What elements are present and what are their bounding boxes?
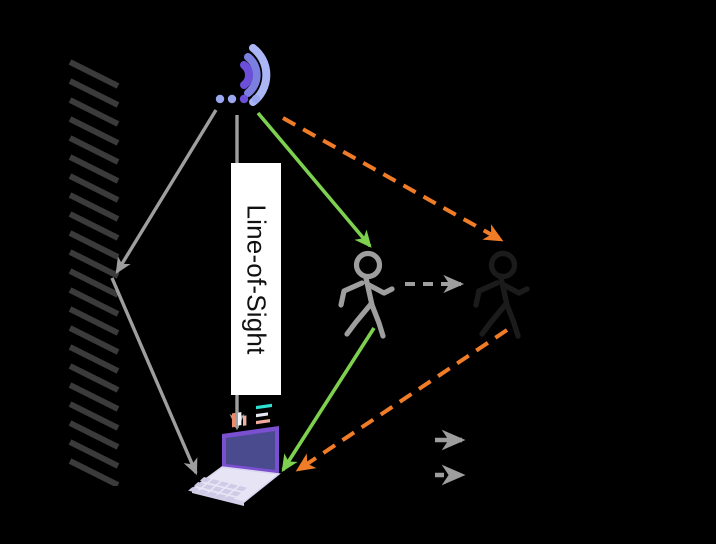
person-before-torso [363,275,375,308]
path-tx-to-person-before [256,111,372,248]
receiver-laptop [188,403,281,506]
laptop-base [190,466,281,503]
person-before [338,250,395,339]
wall [68,59,120,486]
laptop-screen-content [232,403,272,428]
person-before-leg-front [369,302,386,339]
antenna-dot [239,94,249,104]
antenna-dot [215,94,225,104]
person-after-head [488,250,518,280]
legend [435,429,466,486]
laptop-screen [226,431,275,470]
wifi-arc-middle [244,53,261,97]
person-after-leg-back [479,301,509,337]
wifi-antenna [215,44,271,106]
person-after-arm-front [501,282,530,296]
person-before-arm-back [338,280,365,308]
person-before-head [353,250,383,280]
path-person-after-to-laptop [295,328,509,472]
person-before-leg-back [344,301,374,337]
wifi-arc-inner [240,61,253,89]
person-after-torso [498,275,510,308]
path-tx-to-person-after [282,116,504,242]
person-after-leg-front [504,302,521,339]
path-person-before-to-laptop [281,327,376,473]
path-tx-to-wall [115,109,218,275]
antenna-dot [251,94,261,104]
antenna-dot [227,94,237,104]
person-after [473,250,530,339]
laptop-keys [188,477,247,502]
line-of-sight-label-text: Line-of-Sight [241,203,272,355]
person-before-arm-front [366,282,395,296]
path-wall-to-laptop [110,277,198,476]
line-of-sight-label: Line-of-Sight [231,163,281,395]
person-after-arm-back [473,280,500,308]
